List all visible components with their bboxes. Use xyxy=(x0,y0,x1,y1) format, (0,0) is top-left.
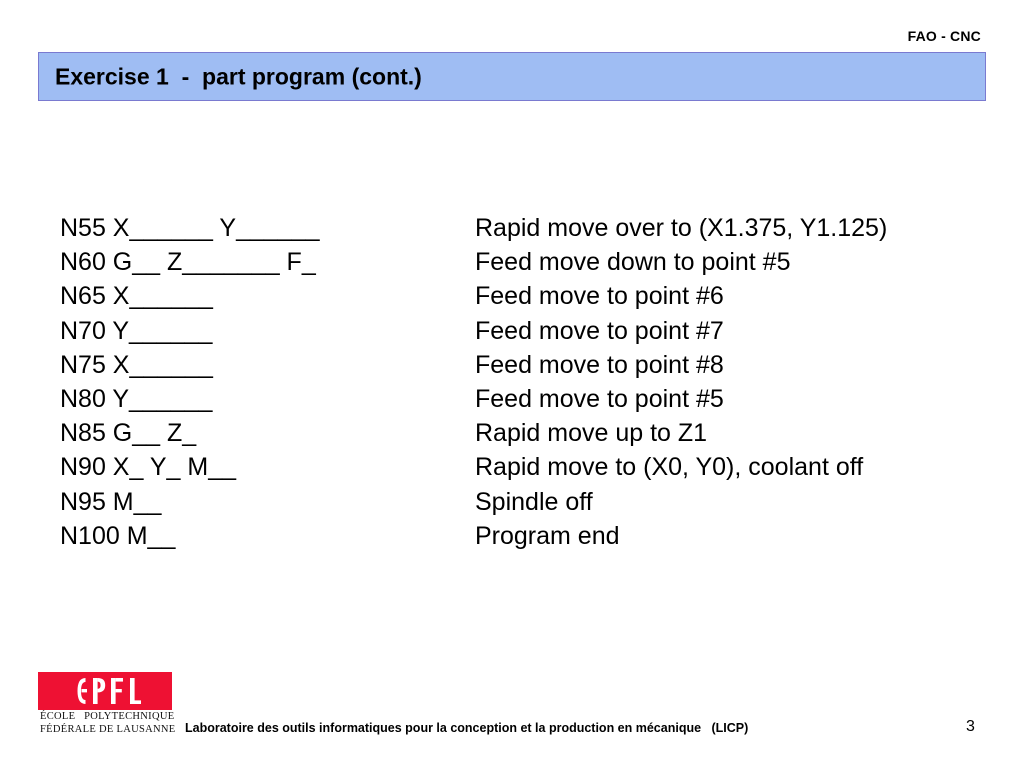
page-number: 3 xyxy=(966,718,975,735)
program-description: Rapid move over to (X1.375, Y1.125) xyxy=(475,214,888,242)
logo-red-block xyxy=(38,672,172,710)
program-description: Program end xyxy=(475,521,620,550)
program-description: Feed move to point #6 xyxy=(475,282,724,311)
program-description: Feed move down to point #5 xyxy=(475,248,791,277)
course-header-label: FAO - CNC xyxy=(907,28,981,44)
program-description: Rapid move to (X0, Y0), coolant off xyxy=(475,453,864,482)
program-description: Feed move to point #5 xyxy=(475,384,724,413)
program-row: N100 M__ Program end xyxy=(0,519,1024,553)
program-row: N90 X_ Y_ M__ Rapid move to (X0, Y0), co… xyxy=(0,450,1024,484)
program-description: Feed move to point #7 xyxy=(475,316,724,345)
slide-title-banner: Exercise 1 - part program (cont.) xyxy=(38,52,986,101)
program-description: Feed move to point #8 xyxy=(475,350,724,379)
program-code: N80 Y______ xyxy=(60,384,213,413)
program-code: N85 G__ Z_ xyxy=(60,419,197,448)
program-code: N100 M__ xyxy=(60,521,176,550)
program-row: N70 Y______ Feed move to point #7 xyxy=(0,314,1024,348)
program-row: N75 X______ Feed move to point #8 xyxy=(0,348,1024,382)
page-title: Exercise 1 - part program (cont.) xyxy=(55,63,422,89)
program-listing: N55 X______ Y______ Rapid move over to (… xyxy=(0,211,1024,553)
program-row: N65 X______ Feed move to point #6 xyxy=(0,279,1024,313)
program-row: N85 G__ Z_ Rapid move up to Z1 xyxy=(0,416,1024,450)
program-row: N95 M__ Spindle off xyxy=(0,485,1024,519)
footer-caption: Laboratoire des outils informatiques pou… xyxy=(185,721,749,735)
program-description: Rapid move up to Z1 xyxy=(475,419,708,448)
program-code: N65 X______ xyxy=(60,282,213,311)
program-row: N60 G__ Z_______ F_ Feed move down to po… xyxy=(0,245,1024,279)
program-code: N55 X______ Y______ xyxy=(60,214,320,242)
program-row: N80 Y______ Feed move to point #5 xyxy=(0,382,1024,416)
program-row: N55 X______ Y______ Rapid move over to (… xyxy=(0,211,1024,245)
epfl-wordmark-icon xyxy=(77,678,141,704)
program-code: N95 M__ xyxy=(60,487,162,516)
program-code: N60 G__ Z_______ F_ xyxy=(60,248,316,277)
program-code: N70 Y______ xyxy=(60,316,213,345)
epfl-logo-line1: ÉCOLE POLYTECHNIQUE xyxy=(40,711,175,722)
program-code: N75 X______ xyxy=(60,350,213,379)
epfl-logo-line2: FÉDÉRALE DE LAUSANNE xyxy=(40,723,176,735)
program-description: Spindle off xyxy=(475,487,593,516)
program-code: N90 X_ Y_ M__ xyxy=(60,453,237,482)
